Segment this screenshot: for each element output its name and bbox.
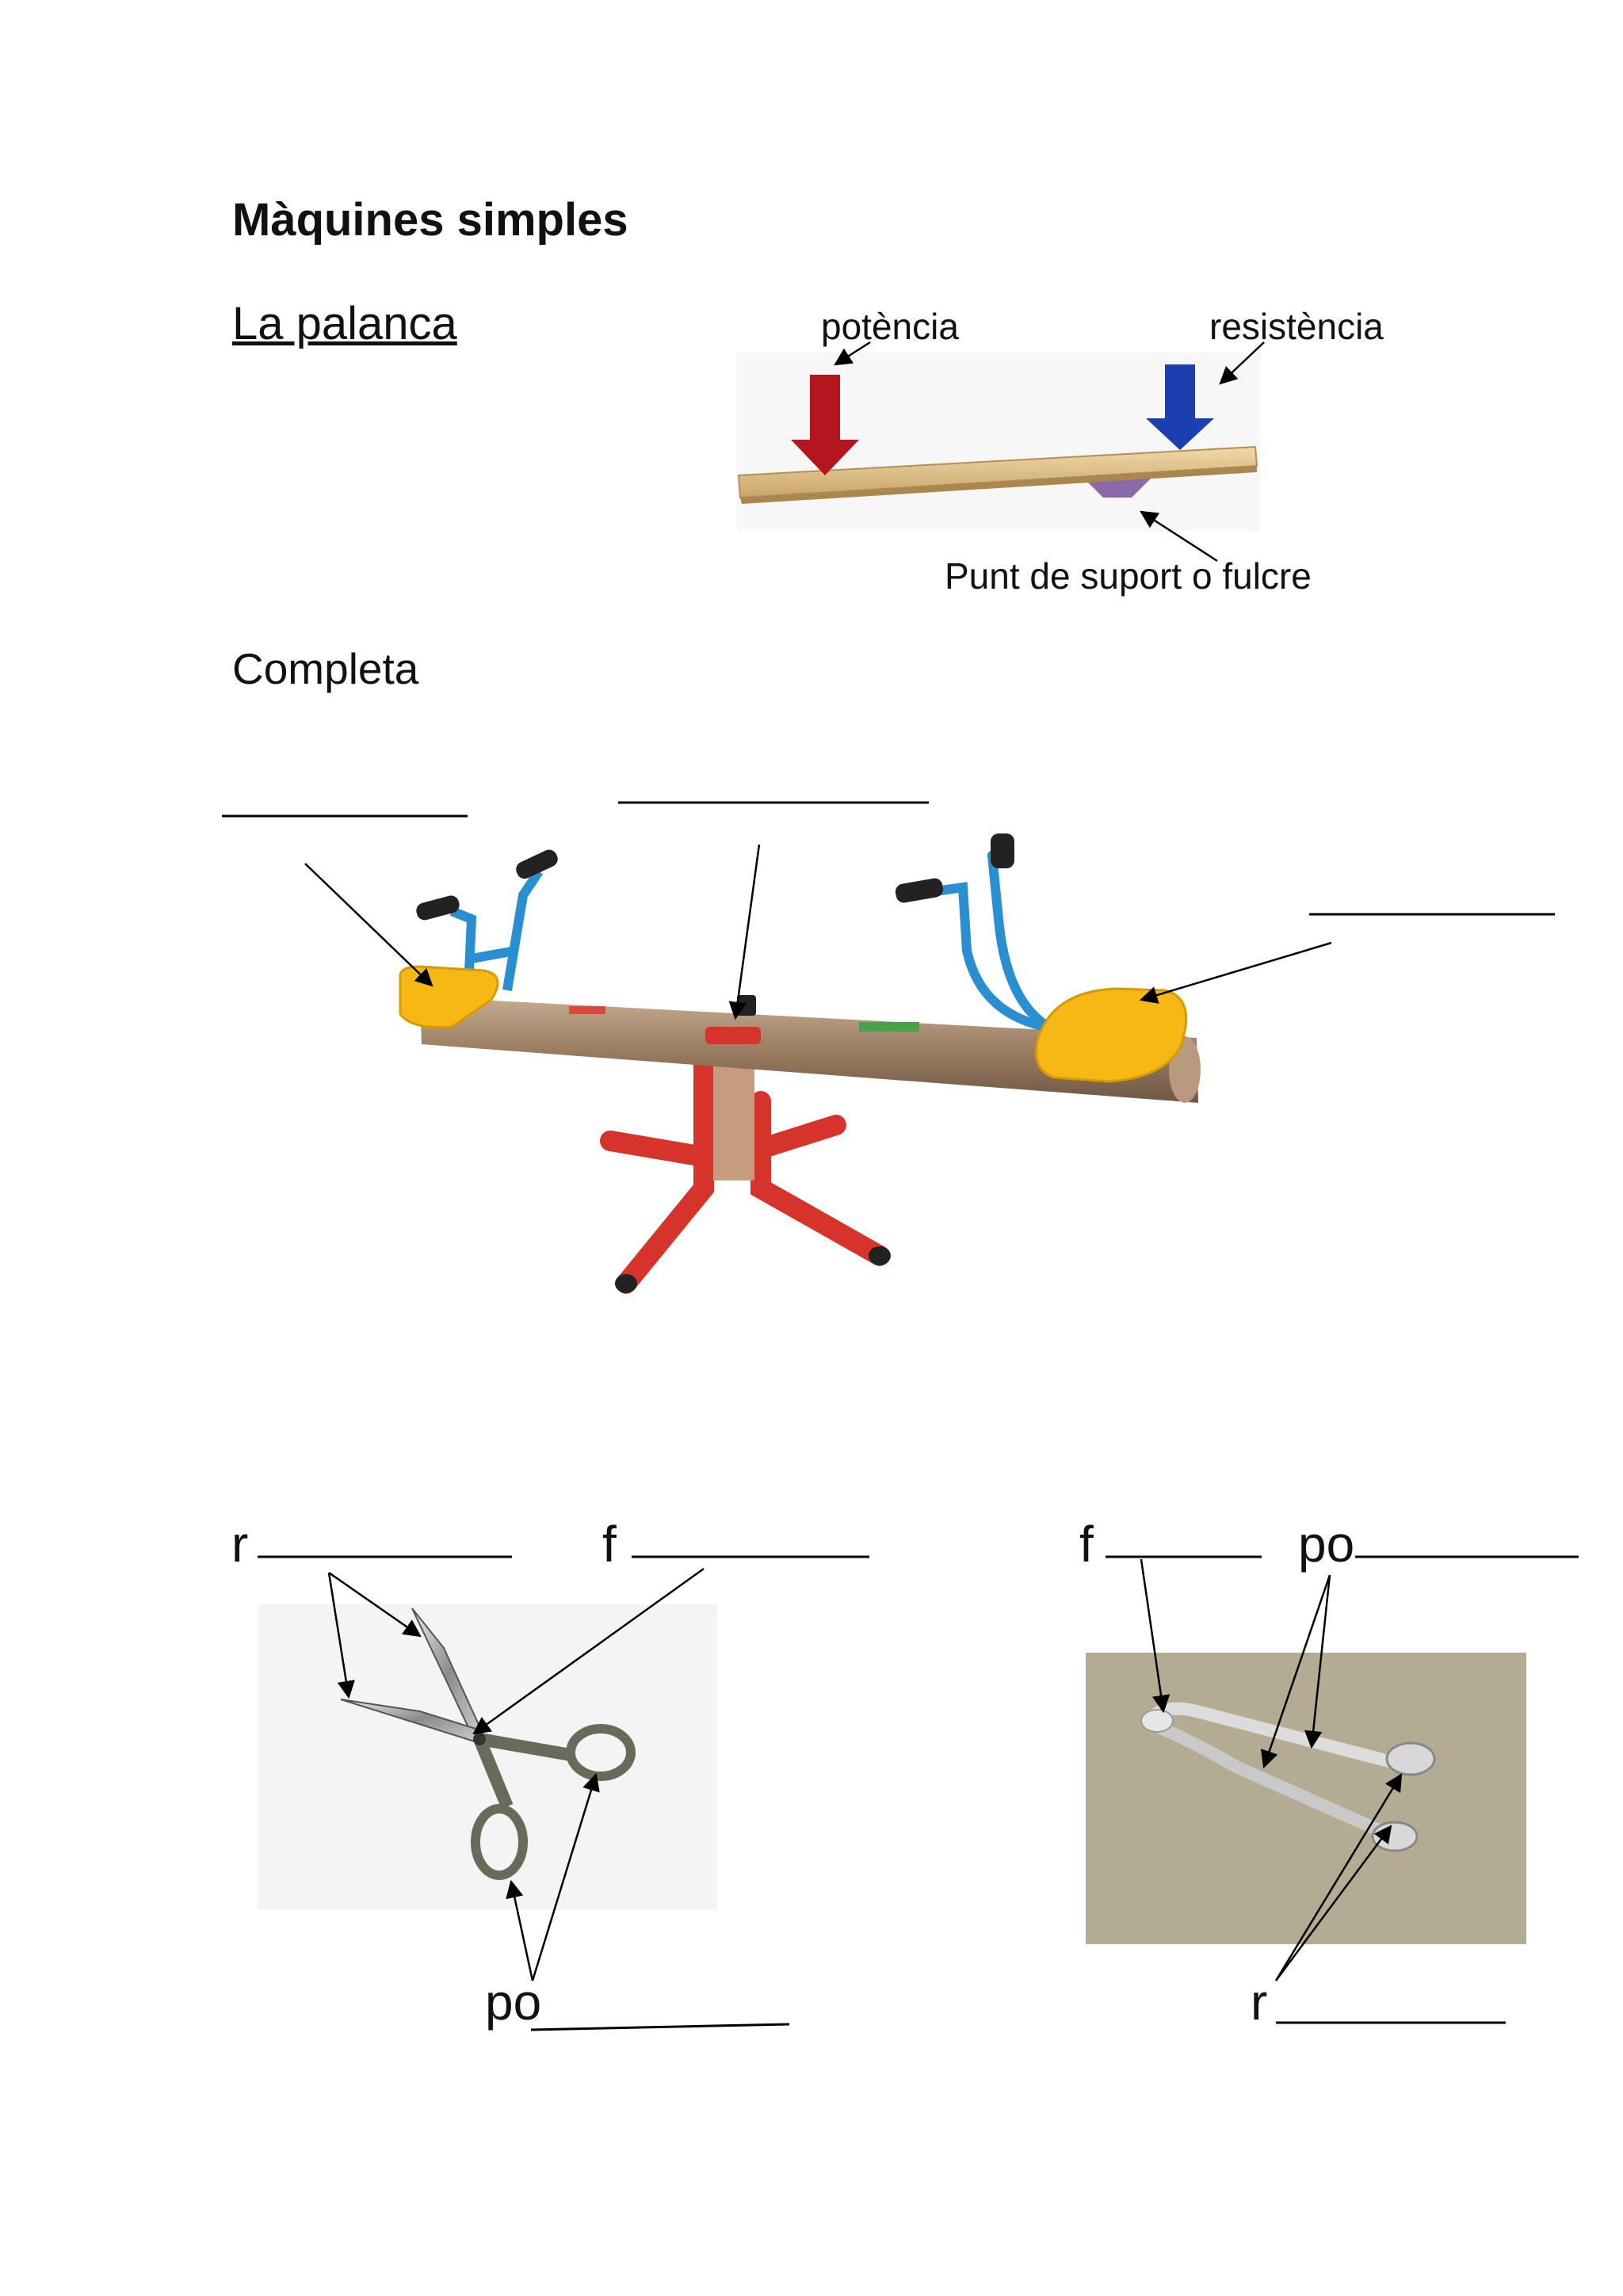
seesaw-legs (600, 1043, 890, 1294)
right-handle (934, 840, 1067, 1035)
fulcrum-label: Punt de suport o fulcre (945, 555, 1312, 597)
tongs-po-label: po (1298, 1516, 1355, 1573)
lever-diagram (737, 341, 1265, 563)
tongs-claw-lower (1371, 1821, 1419, 1852)
resistencia-label: resistència (1209, 306, 1384, 347)
potencia-label: potència (821, 306, 959, 347)
scissors-image (258, 1555, 869, 2031)
tongs-image (1086, 1555, 1579, 2024)
tongs-r-label: r (1251, 1974, 1268, 2031)
scissors-f-label: f (602, 1516, 617, 1573)
right-seat (1035, 987, 1188, 1083)
tongs-claw-upper (1385, 1741, 1436, 1776)
scissors-handle-ring-2 (471, 1804, 528, 1880)
plank-front (740, 466, 1257, 504)
page-title: Màquines simples (232, 194, 628, 246)
section-subtitle: La palanca (232, 298, 457, 349)
tongs-f-label: f (1079, 1516, 1094, 1573)
scissors-handle-ring (566, 1724, 636, 1781)
seesaw-beam (420, 997, 1198, 1103)
scissors-r-label: r (231, 1516, 249, 1573)
scissors-po-label: po (485, 1974, 542, 2031)
seesaw-image (222, 801, 1555, 1294)
fulcrum (1084, 479, 1151, 498)
instruction-text: Completa (232, 644, 419, 693)
resistencia-arrow (1146, 364, 1214, 450)
potencia-arrow (791, 375, 859, 475)
